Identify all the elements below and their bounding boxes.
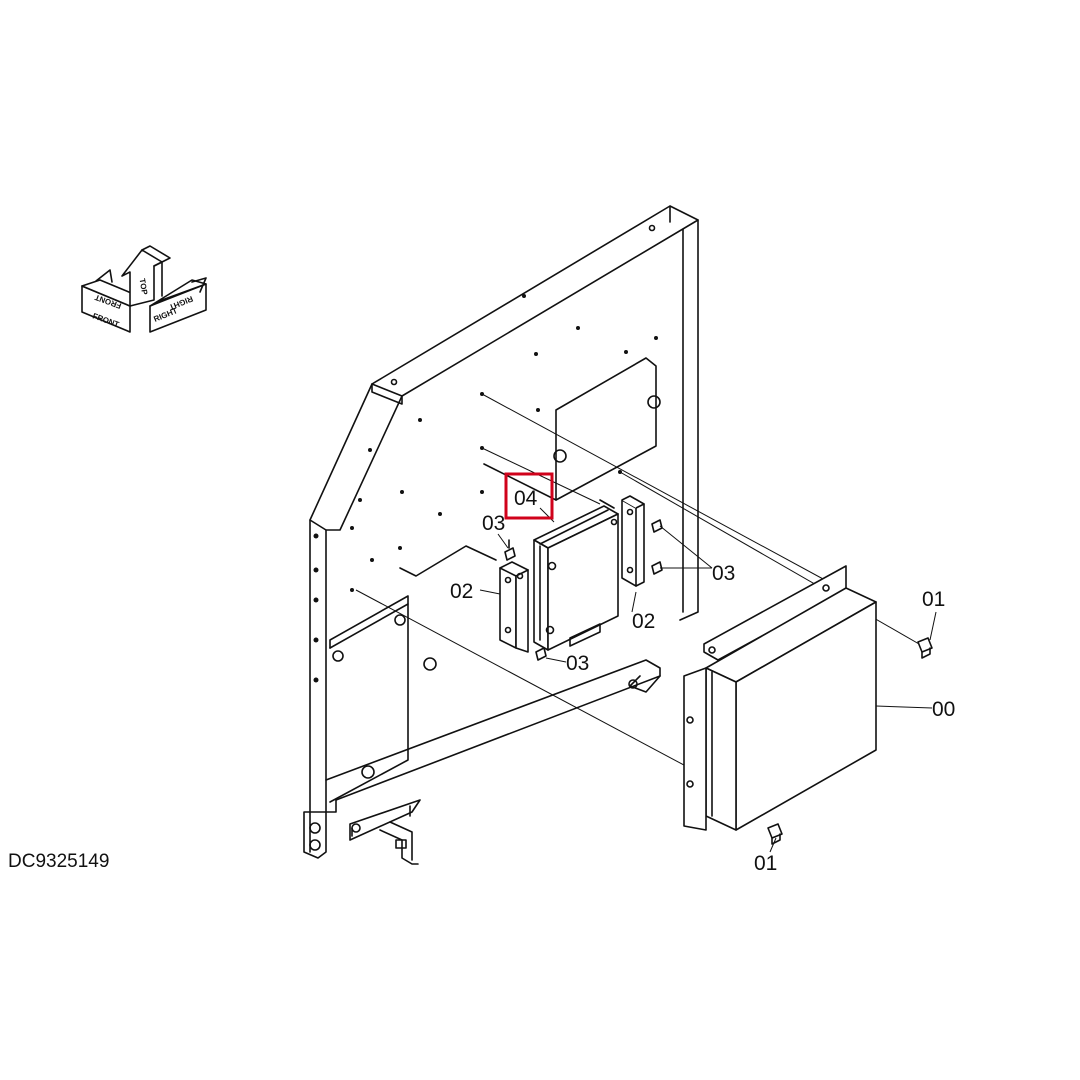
- callout-04[interactable]: 04: [514, 487, 538, 510]
- screw-upper-left[interactable]: [504, 539, 516, 561]
- orientation-indicator: FRONT FRONT TOP RIGHT RIGHT: [81, 245, 207, 333]
- bolt-upper[interactable]: [917, 637, 933, 659]
- bolt-lower[interactable]: [767, 823, 783, 845]
- mounting-panel: [303, 205, 699, 865]
- controller-unit[interactable]: [533, 505, 619, 651]
- document-id: DC9325149: [8, 851, 109, 872]
- callout-03-right[interactable]: 03: [712, 562, 735, 585]
- callout-02-left[interactable]: 02: [450, 580, 473, 603]
- assembly-lines: [355, 393, 927, 781]
- callout-03-upper-left[interactable]: 03: [482, 512, 505, 535]
- bracket-left[interactable]: [499, 561, 529, 653]
- callout-01-upper[interactable]: 01: [922, 588, 945, 611]
- screw-lower[interactable]: [535, 647, 547, 661]
- cover-housing[interactable]: [683, 565, 877, 831]
- highlight-box: [504, 472, 554, 520]
- callout-03-lower[interactable]: 03: [566, 652, 589, 675]
- callout-leaders: [479, 507, 937, 853]
- bracket-right[interactable]: [621, 495, 645, 587]
- callout-00[interactable]: 00: [932, 698, 955, 721]
- screw-right-lower[interactable]: [651, 561, 663, 575]
- callout-labels: 04 03 03 03 02 02 01 01 00: [450, 472, 955, 875]
- callout-02-right[interactable]: 02: [632, 610, 655, 633]
- top-label: TOP: [138, 278, 150, 296]
- callout-01-lower[interactable]: 01: [754, 852, 777, 875]
